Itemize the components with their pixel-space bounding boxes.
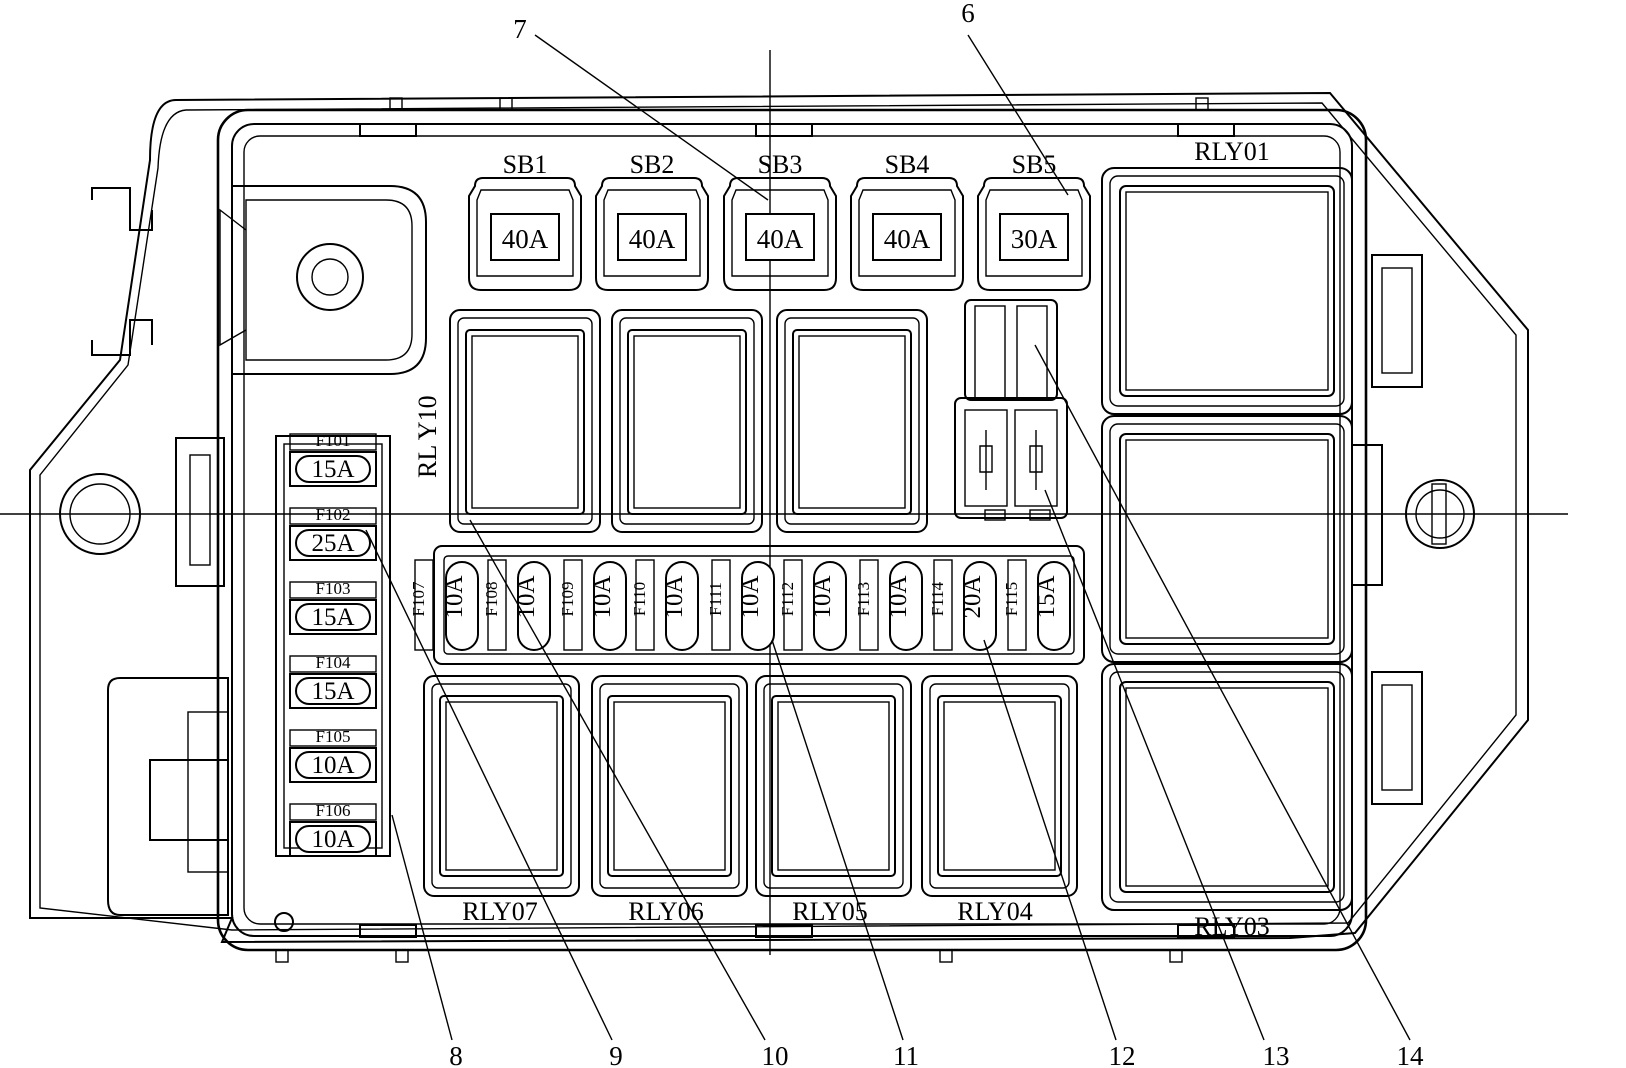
left-fuse-column: F101 15A F102 25A F103 15A F104 15A F105 10A F106 1… xyxy=(289,431,377,857)
left-fuse-label: F104 xyxy=(316,653,351,672)
row-fuse-f111: 10A F111 xyxy=(706,559,775,651)
top-relay-2 xyxy=(611,309,763,533)
callout-13: 13 xyxy=(1263,1041,1290,1068)
left-fuse-f106: F106 10A xyxy=(289,801,377,857)
relay-label-rly03: RLY03 xyxy=(1194,912,1269,941)
callout-leaders xyxy=(365,34,1411,1041)
left-fuse-rating: 10A xyxy=(311,826,354,853)
row-fuse-label: F113 xyxy=(854,582,873,616)
main-fuse-rating: 40A xyxy=(629,224,676,254)
right-relay-column xyxy=(1101,167,1353,911)
main-fuse-sb3: SB3 40A xyxy=(723,150,837,291)
row-fuse-label: F112 xyxy=(778,582,797,616)
bottom-relay-1 xyxy=(423,675,580,897)
row-fuse-label: F111 xyxy=(706,582,725,616)
row-fuse-f115: 15A F115 xyxy=(1002,559,1071,651)
left-fuse-label: F101 xyxy=(316,431,351,450)
row-fuse-strip: 10A F107 10A F108 10A F109 10A F110 10A F111 10A F1… xyxy=(409,559,1071,651)
callout-numbers: 6 7 8 9 10 11 12 13 14 xyxy=(449,0,1424,1068)
row-fuse-f113: 10A F113 xyxy=(854,559,923,651)
row-fuse-rating: 10A xyxy=(661,575,688,618)
left-fuse-rating: 10A xyxy=(311,752,354,779)
bottom-relay-4 xyxy=(921,675,1078,897)
callout-11: 11 xyxy=(893,1041,919,1068)
left-fuse-label: F106 xyxy=(316,801,351,820)
left-fuse-rating: 15A xyxy=(311,604,354,631)
row-fuse-label: F115 xyxy=(1002,582,1021,616)
left-fuse-f101: F101 15A xyxy=(289,431,377,487)
row-fuse-rating: 10A xyxy=(809,575,836,618)
main-fuse-sb1: SB1 40A xyxy=(468,150,582,291)
left-fuse-rating: 25A xyxy=(311,530,354,557)
left-fuse-rating: 15A xyxy=(311,456,354,483)
top-relay-3 xyxy=(776,309,928,533)
left-fuse-f103: F103 15A xyxy=(289,579,377,635)
main-fuse-rating: 30A xyxy=(1011,224,1058,254)
callout-10: 10 xyxy=(762,1041,789,1068)
relay-label-rly01: RLY01 xyxy=(1194,137,1269,166)
left-fuse-panel xyxy=(275,435,391,857)
row-fuse-panel xyxy=(433,545,1085,665)
main-fuse-rating: 40A xyxy=(757,224,804,254)
row-fuse-f108: 10A F108 xyxy=(482,559,551,651)
row-fuse-label: F108 xyxy=(482,582,501,617)
relay-label-rly10: RL Y10 xyxy=(413,395,442,478)
callout-6: 6 xyxy=(961,0,975,28)
row-fuse-f109: 10A F109 xyxy=(558,559,627,651)
left-fuse-f102: F102 25A xyxy=(289,505,377,561)
callout-9: 9 xyxy=(609,1041,623,1068)
bottom-relay-3 xyxy=(755,675,912,897)
top-relay-row xyxy=(449,309,928,533)
row-fuse-label: F114 xyxy=(928,581,947,616)
battery-terminal xyxy=(219,185,427,375)
callout-8: 8 xyxy=(449,1041,463,1068)
main-fuse-label: SB3 xyxy=(758,150,803,179)
main-fuse-label: SB2 xyxy=(630,150,675,179)
bottom-relay-2 xyxy=(591,675,748,897)
row-fuse-f107: 10A F107 xyxy=(409,559,479,651)
callout-14: 14 xyxy=(1397,1041,1425,1068)
callout-12: 12 xyxy=(1109,1041,1136,1068)
callout-7: 7 xyxy=(513,14,527,44)
row-fuse-rating: 10A xyxy=(589,575,616,618)
row-fuse-rating: 10A xyxy=(441,575,468,618)
main-fuse-label: SB4 xyxy=(885,150,930,179)
row-fuse-label: F110 xyxy=(630,582,649,616)
row-fuse-f110: 10A F110 xyxy=(630,559,699,651)
relay-label-rly06: RLY06 xyxy=(628,897,703,926)
main-fuse-sb4: SB4 40A xyxy=(850,150,964,291)
relay-label-rly05: RLY05 xyxy=(792,897,867,926)
relay-label-rly07: RLY07 xyxy=(462,897,537,926)
top-relay-1 xyxy=(449,309,601,533)
row-fuse-rating: 15A xyxy=(1033,575,1060,618)
row-fuse-f112: 10A F112 xyxy=(778,559,847,651)
bottom-relay-row xyxy=(423,675,1078,897)
row-fuse-f114: 20A F114 xyxy=(928,559,997,651)
main-fuse-label: SB1 xyxy=(503,150,548,179)
main-fuse-rating: 40A xyxy=(502,224,549,254)
main-fuse-sb2: SB2 40A xyxy=(595,150,709,291)
right-relay-2 xyxy=(1101,415,1353,663)
row-fuse-rating: 20A xyxy=(959,575,986,618)
row-fuse-label: F107 xyxy=(409,581,428,616)
right-relay-3 xyxy=(1101,663,1353,911)
left-fuse-f104: F104 15A xyxy=(289,653,377,709)
row-fuse-rating: 10A xyxy=(885,575,912,618)
mini-fuse-holder xyxy=(954,299,1068,521)
main-fuse-rating: 40A xyxy=(884,224,931,254)
left-fuse-label: F105 xyxy=(316,727,351,746)
left-fuse-label: F102 xyxy=(316,505,351,524)
row-fuse-rating: 10A xyxy=(513,575,540,618)
right-relay-1 xyxy=(1101,167,1353,415)
row-fuse-rating: 10A xyxy=(737,575,764,618)
row-fuse-label: F109 xyxy=(558,582,577,617)
left-fuse-label: F103 xyxy=(316,579,351,598)
left-fuse-rating: 15A xyxy=(311,678,354,705)
left-fuse-f105: F105 10A xyxy=(289,727,377,783)
relay-label-rly04: RLY04 xyxy=(957,897,1032,926)
